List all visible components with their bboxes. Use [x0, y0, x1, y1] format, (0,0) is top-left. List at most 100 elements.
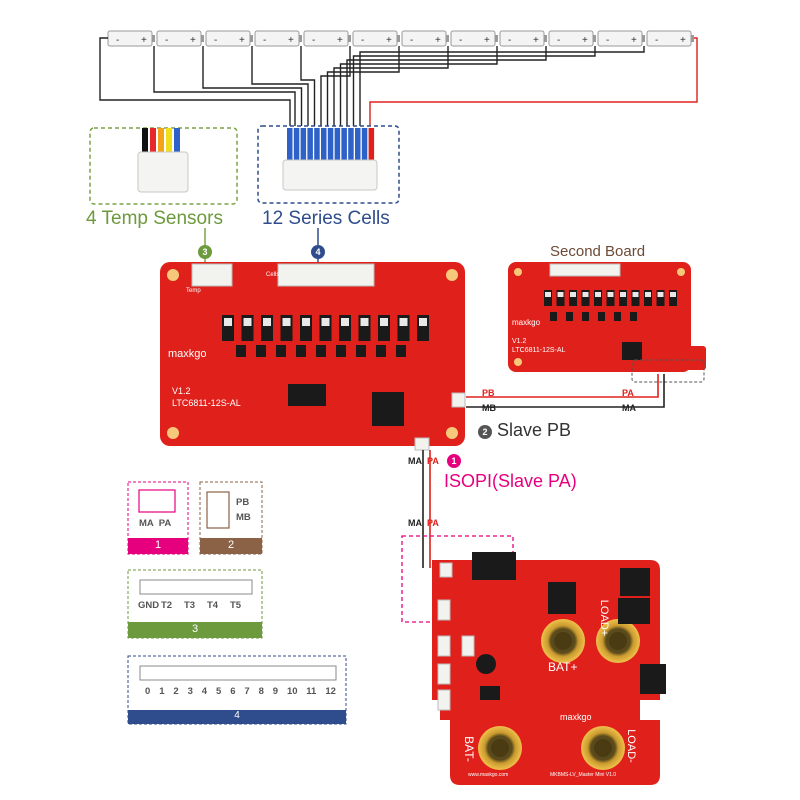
bat-minus-label: BAT-	[461, 736, 476, 762]
pa-label: PA	[622, 388, 634, 398]
cell-minus: -	[312, 35, 315, 46]
legend-4-pin: 9	[272, 686, 279, 697]
battery-cell: -+	[352, 30, 400, 47]
battery-cell: -+	[401, 30, 449, 47]
cell-plus: +	[337, 35, 343, 46]
pa-mid-label: PA	[427, 518, 439, 528]
ma-label: MA	[622, 403, 636, 413]
legend-2-mb: MB	[236, 512, 251, 523]
second-board-version: V1.2	[512, 338, 527, 345]
battery-cell: -+	[597, 30, 645, 47]
cell-minus: -	[214, 35, 217, 46]
cell-plus: +	[533, 35, 539, 46]
cell-connector-housing	[282, 159, 378, 191]
cell-minus: -	[508, 35, 511, 46]
series-cells-label: 12 Series Cells	[262, 208, 390, 229]
legend-2-number: 2	[227, 539, 235, 551]
slave-pb-label: Slave PB	[497, 420, 572, 440]
battery-cell: -+	[450, 30, 498, 47]
bat-plus-label: BAT+	[548, 660, 578, 674]
step-4-badge: 4	[311, 245, 325, 259]
cell-minus: -	[116, 35, 119, 46]
legend-4-pin: 2	[173, 686, 179, 697]
cell-minus: -	[655, 35, 658, 46]
battery-cell: -+	[303, 30, 351, 47]
mb-label: MB	[482, 403, 496, 413]
cell-plus: +	[631, 35, 637, 46]
legend-4-pin: 0	[145, 686, 151, 697]
isospi-label: ISOPI(Slave PA)	[444, 471, 577, 491]
step-1-badge: 1	[447, 454, 461, 468]
legend-1-pins: MA PA	[139, 518, 172, 529]
ma-mid-label: MA	[408, 518, 422, 528]
legend-1-number: 1	[154, 539, 162, 551]
cell-plus: +	[386, 35, 392, 46]
legend-4-number: 4	[234, 710, 240, 721]
legend-4-pin: 7	[244, 686, 250, 697]
legend-4-pin: 8	[258, 686, 264, 697]
main-board-model: LTC6811-12S-AL	[172, 398, 241, 408]
load-plus-label: LOAD+	[598, 599, 611, 637]
cell-plus: +	[680, 35, 686, 46]
legend-2-pb: PB	[236, 497, 250, 508]
cell-plus: +	[484, 35, 490, 46]
legend-4-pin: 12	[325, 686, 336, 697]
battery-cell: -+	[499, 30, 547, 47]
cell-minus: -	[165, 35, 168, 46]
legend-4-pin: 10	[287, 686, 298, 697]
main-board-cells-port: Cells	[266, 272, 280, 278]
cell-plus: +	[141, 35, 147, 46]
legend-3-pin: T3	[184, 600, 196, 611]
ma-top-label: MA	[408, 456, 422, 466]
load-minus-label: LOAD-	[624, 729, 637, 763]
battery-cell: -+	[107, 30, 155, 47]
pa-top-label: PA	[427, 456, 439, 466]
cell-minus: -	[361, 35, 364, 46]
temp-connector	[137, 128, 189, 193]
cell-plus: +	[288, 35, 294, 46]
battery-cell: -+	[205, 30, 253, 47]
main-board-components	[222, 315, 429, 357]
second-board-components	[544, 290, 677, 321]
battery-cell: -+	[254, 30, 302, 47]
cell-connector	[287, 128, 375, 162]
legend-4-pin: 4	[201, 686, 208, 697]
cell-minus: -	[410, 35, 413, 46]
second-board-port-box	[631, 359, 705, 383]
master-brand: maxkgo	[560, 712, 592, 722]
second-board-brand: maxkgo	[512, 318, 541, 327]
main-board-version: V1.2	[172, 386, 191, 396]
cell-plus: +	[582, 35, 588, 46]
legend-4-pin: 3	[187, 686, 193, 697]
legend-3-number: 3	[191, 623, 199, 635]
cell-plus: +	[435, 35, 441, 46]
battery-cell: -+	[548, 30, 596, 47]
balance-wires	[99, 37, 698, 130]
legend-4-pin: 6	[230, 686, 236, 697]
legend-3-pin: GND	[138, 600, 160, 611]
legend-4-pin: 5	[216, 686, 222, 697]
pb-label: PB	[482, 388, 495, 398]
step-2-badge: 2	[478, 425, 492, 439]
step-3-badge: 3	[198, 245, 212, 259]
legend-3-pin: T5	[230, 600, 242, 611]
battery-cells: -+-+-+-+-+-+-+-+-+-+-+-+	[107, 30, 694, 47]
temp-sensors-label: 4 Temp Sensors	[86, 208, 223, 229]
master-footer: www.maxkgo.com	[468, 772, 509, 778]
legend-3-pin: T2	[161, 600, 173, 611]
main-board-temp-port: Temp	[186, 288, 201, 294]
cell-minus: -	[263, 35, 266, 46]
legend-4-pin: 1	[159, 686, 165, 697]
second-board-model: LTC6811-12S-AL	[512, 347, 566, 354]
legend-4-pin: 11	[306, 686, 317, 697]
main-board-brand: maxkgo	[168, 348, 207, 360]
master-model: MKBMS-LV_Master Mini V1.0	[550, 772, 617, 778]
cell-plus: +	[190, 35, 196, 46]
cell-plus: +	[239, 35, 245, 46]
cell-minus: -	[606, 35, 609, 46]
battery-cell: -+	[646, 30, 694, 47]
cell-minus: -	[459, 35, 462, 46]
cell-minus: -	[557, 35, 560, 46]
second-board-label: Second Board	[550, 243, 646, 260]
